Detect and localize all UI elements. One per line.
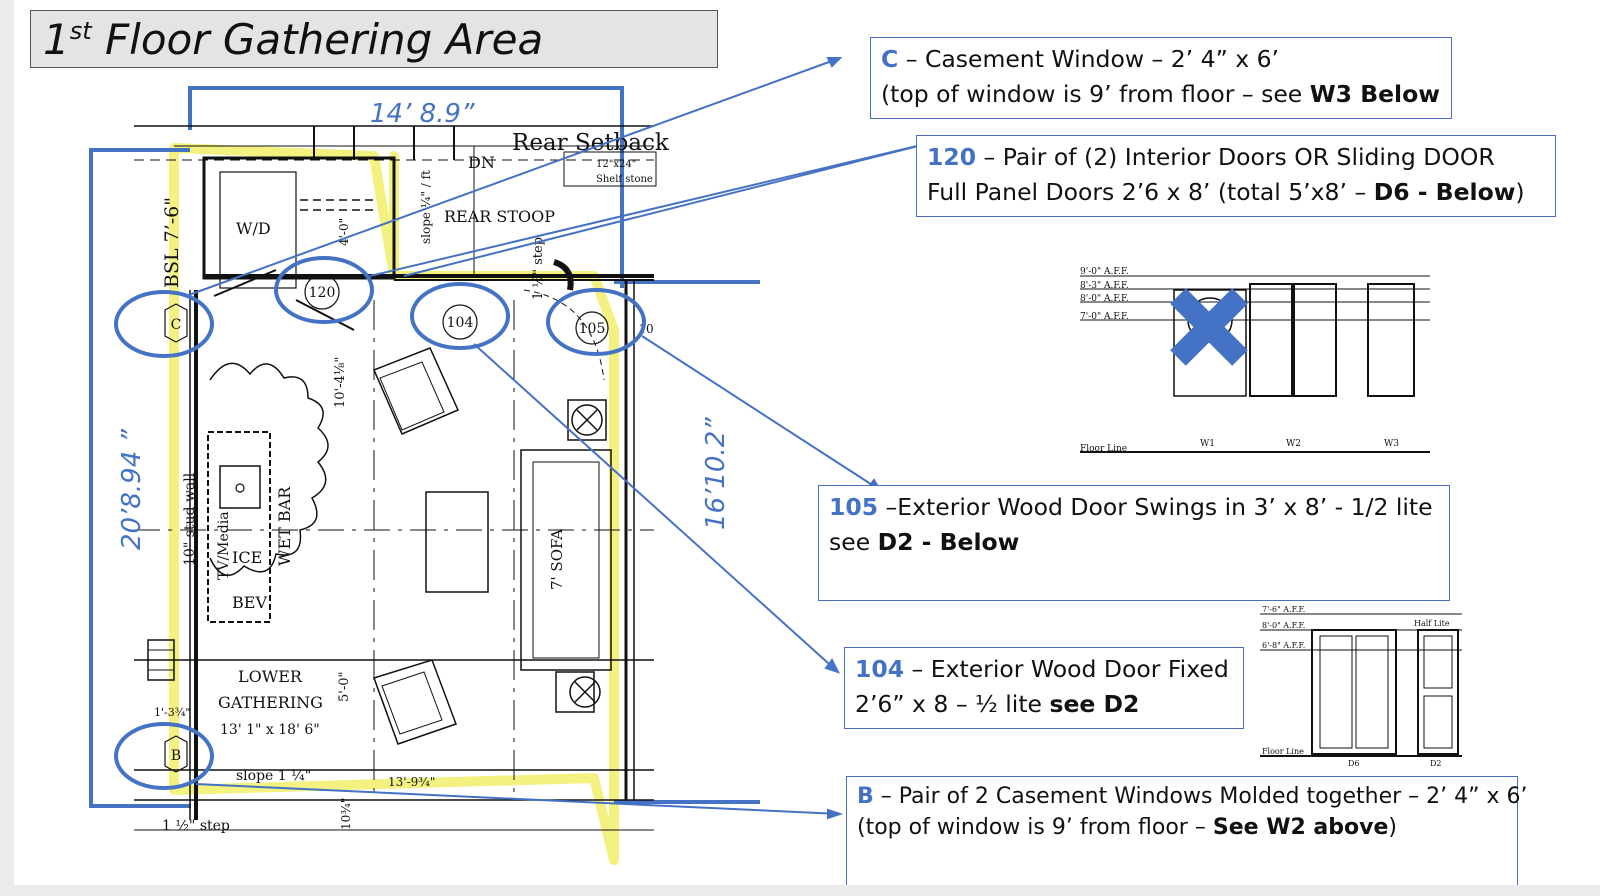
step-bottom-label: 1 ½" step xyxy=(162,818,230,834)
dim-139-label: 13'-9¾" xyxy=(388,775,435,789)
gathering-label: GATHERING xyxy=(218,693,323,712)
dim-104-label: 10'-4⅛" xyxy=(333,357,348,408)
ellipse-105 xyxy=(546,288,646,356)
floor-plan: Rear Setback 12"x24" Shelf stone DN REAR… xyxy=(89,57,1462,865)
half-lite-label: Half Lite xyxy=(1414,619,1450,628)
callout-104: 104 – Exterior Wood Door Fixed 2’6” x 8 … xyxy=(844,647,1244,729)
tag-ellipses xyxy=(114,256,646,790)
callout-120: 120 – Pair of (2) Interior Doors OR Slid… xyxy=(916,135,1556,217)
w-level-4: 7'-0" A.F.F. xyxy=(1080,312,1129,322)
bev-label: BEV xyxy=(232,593,267,612)
w1-label: W1 xyxy=(1200,439,1215,449)
d-level-1: 7'-6" A.F.F. xyxy=(1262,605,1305,614)
door-elevations xyxy=(1260,613,1462,757)
plan-labels: Rear Setback 12"x24" Shelf stone DN REAR… xyxy=(154,130,670,834)
rear-stoop-label: REAR STOOP xyxy=(444,207,555,226)
door-elev-text: 7'-6" A.F.F. 8'-0" A.F.F. 6'-8" A.F.F. H… xyxy=(1262,605,1450,768)
dim-40-label: 4'-0" xyxy=(337,218,351,246)
callout-b: B – Pair of 2 Casement Windows Molded to… xyxy=(846,776,1528,885)
slide: 1st Floor Gathering Area xyxy=(14,0,1600,885)
d-level-2: 8'-0" A.F.F. xyxy=(1262,621,1305,630)
step-top-label: 1 ½" step xyxy=(531,237,546,300)
rear-setback-label: Rear Setback xyxy=(512,130,670,156)
dim-top-label: 14’ 8.9” xyxy=(370,99,475,129)
sofa-label: 7' SOFA xyxy=(548,529,566,590)
room-dim-label: 13' 1" x 18' 6" xyxy=(220,722,320,738)
stud-wall-label: 10" stud wall xyxy=(182,472,198,566)
dim-50-label: 5'-0" xyxy=(337,672,352,703)
ellipse-b xyxy=(114,722,214,790)
w-floor-line: Floor Line xyxy=(1080,444,1127,454)
d2-label: D2 xyxy=(1430,759,1442,768)
blue-boundary xyxy=(89,86,760,808)
shelf2-label: Shelf stone xyxy=(596,174,653,185)
window-x-mark xyxy=(1170,288,1248,366)
dim-134-label: 1'-3¾" xyxy=(154,706,190,719)
tag-104-text: 104 xyxy=(447,315,474,331)
window-elev-text: 9'-0" A.F.F. 8'-3" A.F.F. 8'-0" A.F.F. 7… xyxy=(1080,267,1399,454)
ice-label: ICE xyxy=(232,548,262,567)
dim-1034-label: 10¾" xyxy=(339,798,353,830)
lower-label: LOWER xyxy=(238,667,303,686)
tv-media-label: TV/Media xyxy=(216,511,232,580)
tag-120-text: 120 xyxy=(309,285,336,301)
callout-105: 105 –Exterior Wood Door Swings in 3’ x 8… xyxy=(818,485,1450,601)
wet-bar-label: WET BAR xyxy=(275,486,294,566)
tag-105-text: 105 xyxy=(579,321,606,337)
slope-top-label: slope ¼" / ft xyxy=(419,170,433,244)
d-level-3: 6'-8" A.F.F. xyxy=(1262,641,1305,650)
bsl-label: BSL 7’-6" xyxy=(161,197,183,288)
tag-b-text: B xyxy=(171,748,181,764)
w-level-1: 9'-0" A.F.F. xyxy=(1080,267,1129,277)
dn-label: DN xyxy=(468,153,495,172)
dim-left-label: 20’8.94 ” xyxy=(117,428,147,550)
window-elevations xyxy=(1080,275,1430,453)
ellipse-c xyxy=(114,290,214,358)
ellipse-120 xyxy=(274,256,374,324)
slope-bottom-label: slope 1 ¼" xyxy=(236,768,311,784)
w2-label: W2 xyxy=(1286,439,1301,449)
w-level-3: 8'-0" A.F.F. xyxy=(1080,294,1129,304)
callout-c: C – Casement Window – 2’ 4” x 6’ (top of… xyxy=(870,37,1452,119)
wd-label: W/D xyxy=(236,219,271,238)
shelf-label: 12"x24" xyxy=(596,159,636,170)
page-title: 1st Floor Gathering Area xyxy=(43,15,544,64)
plan-tags xyxy=(164,274,609,773)
dim-right-label: 16’10.2” xyxy=(701,417,731,530)
title-box: 1st Floor Gathering Area xyxy=(30,10,718,68)
w-level-2: 8'-3" A.F.F. xyxy=(1080,281,1129,291)
ellipse-104 xyxy=(410,282,510,350)
w3-label: W3 xyxy=(1384,439,1399,449)
tag-c-text: C xyxy=(171,317,182,333)
d-floor-line: Floor Line xyxy=(1262,747,1304,756)
d6-label: D6 xyxy=(1348,759,1360,768)
